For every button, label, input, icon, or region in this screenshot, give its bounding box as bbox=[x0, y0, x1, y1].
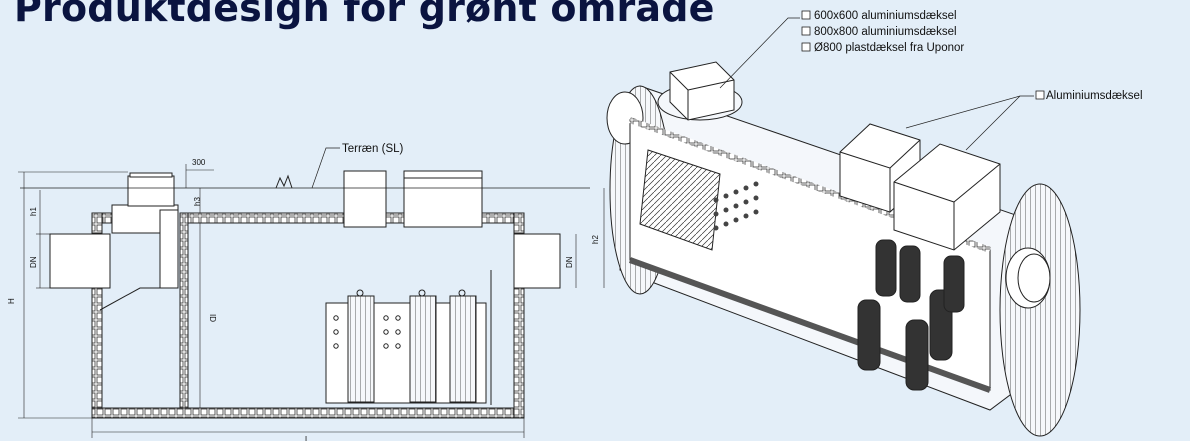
section-drawing: 300 H h1 DN DN h2 h3 ID L Terræn (SL) bbox=[7, 143, 605, 441]
alu-cover-label: Aluminiumsdæksel bbox=[1046, 90, 1143, 102]
dim-300: 300 bbox=[192, 158, 206, 167]
cover-option-600: 600x600 aluminiumsdæksel bbox=[814, 10, 957, 22]
inlet-pipe bbox=[49, 204, 179, 311]
dimension-lines bbox=[18, 164, 605, 438]
cover-box-large bbox=[403, 170, 483, 228]
cover-option-800: 800x800 aluminiumsdæksel bbox=[814, 26, 957, 38]
dim-h3: h3 bbox=[193, 197, 202, 206]
page-title: Produktdesign for grønt område bbox=[14, 0, 715, 30]
cover-options-leader bbox=[719, 17, 800, 89]
terrain-symbol bbox=[275, 174, 293, 189]
dim-DN-left: DN bbox=[29, 256, 38, 268]
cover-box-small bbox=[343, 170, 387, 228]
dim-DN-right: DN bbox=[565, 256, 574, 268]
terrain-label: Terræn (SL) bbox=[342, 143, 404, 155]
iso-filter-modules bbox=[857, 239, 965, 391]
terrain-leader bbox=[311, 147, 340, 189]
dim-L: L bbox=[305, 435, 310, 441]
alu-leader-2 bbox=[965, 95, 1021, 151]
perforated-wall bbox=[713, 181, 759, 231]
checkbox-plastic[interactable] bbox=[801, 42, 811, 52]
checkbox-800[interactable] bbox=[801, 26, 811, 36]
inlet-shaft bbox=[127, 175, 175, 207]
checkbox-alu[interactable] bbox=[1035, 90, 1045, 100]
dim-h1: h1 bbox=[29, 207, 38, 216]
inlet-grille bbox=[639, 149, 721, 251]
filter-modules bbox=[325, 270, 492, 405]
alu-cover-label-group: Aluminiumsdæksel bbox=[1035, 90, 1143, 102]
top-cover-box bbox=[669, 61, 735, 121]
cover-option-plastic: Ø800 plastdæksel fra Uponor bbox=[814, 42, 964, 54]
dim-h2: h2 bbox=[591, 235, 600, 244]
isometric-drawing bbox=[606, 17, 1081, 437]
alu-cover-box-2 bbox=[893, 143, 1001, 251]
outlet-pipe bbox=[513, 233, 561, 289]
dim-ID: ID bbox=[208, 314, 217, 322]
dim-H: H bbox=[7, 298, 16, 304]
right-end-cap bbox=[999, 183, 1081, 437]
checkbox-600[interactable] bbox=[801, 10, 811, 20]
cover-options: 600x600 aluminiumsdæksel 800x800 alumini… bbox=[801, 10, 964, 54]
